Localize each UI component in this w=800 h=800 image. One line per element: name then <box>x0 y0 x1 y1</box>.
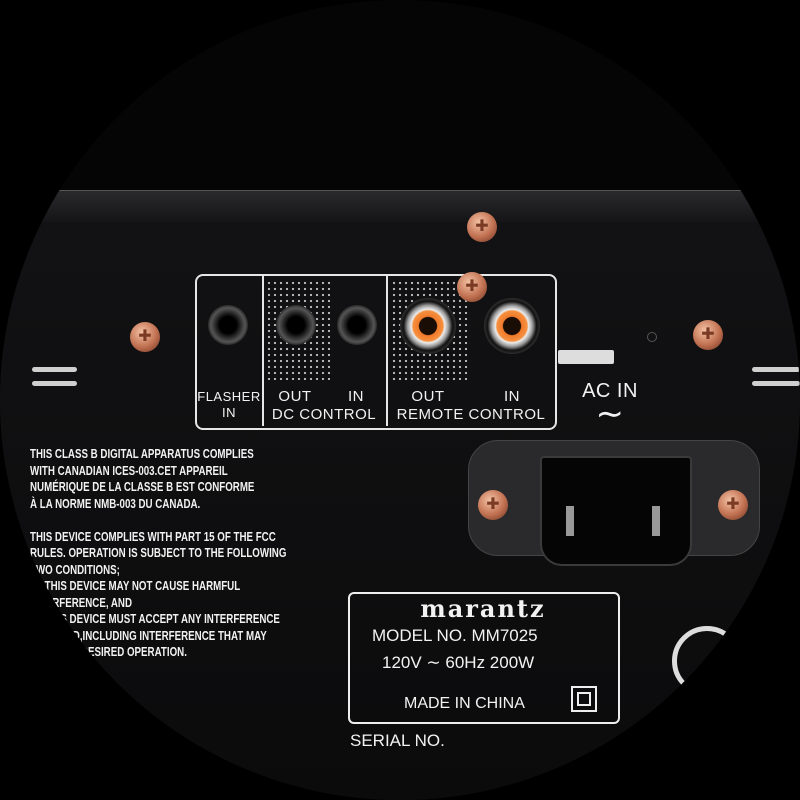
screw-icon <box>718 490 748 520</box>
certification-mark-icon <box>672 626 742 696</box>
vent-slot <box>32 381 77 386</box>
flasher-in-jack[interactable] <box>208 305 248 345</box>
chassis-top <box>0 0 800 195</box>
dc-in-jack[interactable] <box>337 305 377 345</box>
divider <box>386 276 388 426</box>
dc-out-jack[interactable] <box>276 305 316 345</box>
divider <box>262 276 264 426</box>
screw-icon <box>467 212 497 242</box>
origin-label: MADE IN CHINA <box>404 695 525 712</box>
jack-panel-frame <box>195 274 557 430</box>
usb-port[interactable] <box>558 350 614 364</box>
serial-label: SERIAL NO. <box>350 731 445 750</box>
indicator-hole <box>647 332 657 342</box>
ac-in-label: AC IN <box>582 380 638 402</box>
inlet-pin <box>566 506 574 536</box>
remote-in-rca[interactable] <box>484 298 540 354</box>
model-number: MODEL NO. MM7025 <box>372 626 538 645</box>
screw-icon <box>130 322 160 352</box>
ac-inlet-socket[interactable] <box>540 456 692 566</box>
inlet-pin <box>652 506 660 536</box>
dc-in-label: IN <box>348 388 364 405</box>
remote-out-label: OUT <box>411 388 445 405</box>
screw-icon <box>457 272 487 302</box>
screw-icon <box>478 490 508 520</box>
vent-slot <box>752 367 800 372</box>
compliance-text: THIS CLASS B DIGITAL APPARATUS COMPLIES … <box>30 447 287 659</box>
chassis-lip <box>40 190 760 223</box>
vent-slot <box>32 367 77 372</box>
flasher-in-label: FLASHER IN <box>197 389 261 420</box>
dc-control-label: DC CONTROL <box>271 406 377 423</box>
vent-slot <box>752 381 800 386</box>
remote-out-rca[interactable] <box>400 298 456 354</box>
brand-logo: marantz <box>420 594 546 623</box>
power-rating: 120V ∼ 60Hz 200W <box>382 653 535 672</box>
ac-symbol: ∼ <box>595 395 625 433</box>
double-insulation-icon <box>571 686 597 712</box>
remote-in-label: IN <box>504 388 520 405</box>
screw-icon <box>693 320 723 350</box>
rating-plate <box>348 592 620 724</box>
dc-out-label: OUT <box>278 388 312 405</box>
remote-control-label: REMOTE CONTROL <box>396 406 546 423</box>
